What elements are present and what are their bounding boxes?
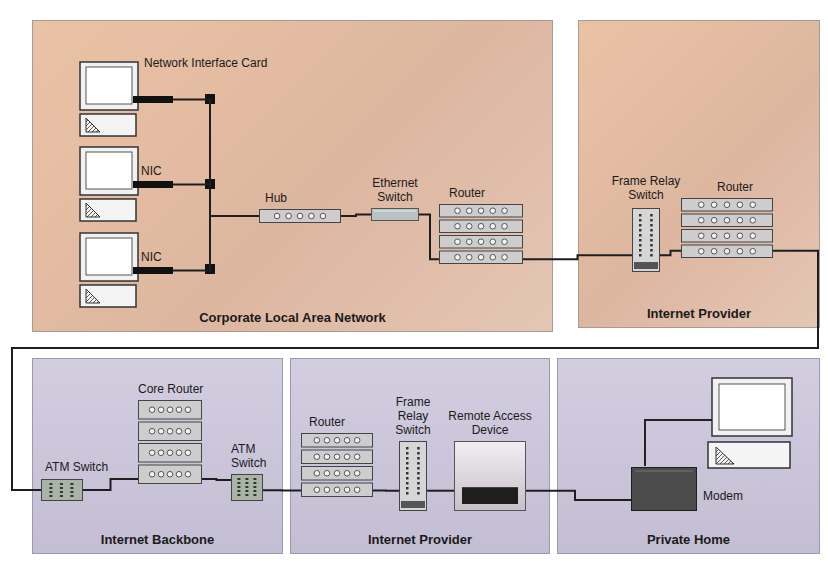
device-outline — [631, 467, 697, 511]
device-label: Router — [717, 180, 753, 194]
device-outline — [439, 204, 523, 264]
router-device: Core Router — [138, 400, 202, 484]
frame-relay-switch: Frame Relay Switch — [399, 441, 427, 511]
router-device: Router — [681, 198, 773, 258]
network-interface-card: Network Interface Card — [133, 96, 173, 103]
modem-device: Modem — [631, 467, 697, 511]
device-outline — [133, 96, 173, 103]
device-outline — [41, 479, 83, 501]
zone-title: Internet Provider — [291, 532, 549, 547]
device-outline — [371, 208, 419, 221]
network-zone: ATM Switch Core RouterATM SwitchInternet … — [32, 358, 283, 554]
device-outline — [301, 433, 373, 497]
network-zone: Frame Relay SwitchRouterInternet Provide… — [578, 20, 820, 328]
device-label: Router — [449, 186, 485, 200]
device-outline — [399, 441, 427, 511]
frame-relay-switch: Frame Relay Switch — [632, 208, 660, 272]
device-label: Network Interface Card — [144, 56, 267, 70]
atm-switch: ATM Switch — [231, 474, 263, 501]
device-label: Frame Relay Switch — [385, 395, 441, 437]
network-interface-card: NIC — [133, 267, 173, 274]
device-label: Ethernet Switch — [361, 176, 429, 204]
device-outline — [133, 181, 173, 188]
zone-title: Private Home — [558, 532, 819, 547]
device-label: Remote Access Device — [444, 409, 536, 437]
zone-title: Internet Backbone — [33, 532, 282, 547]
device-outline — [454, 441, 526, 511]
network-interface-card: NIC — [133, 181, 173, 188]
device-outline — [231, 474, 263, 501]
remote-access-device: Remote Access Device — [454, 441, 526, 511]
device-label: Core Router — [138, 382, 203, 396]
device-label: Frame Relay Switch — [606, 174, 686, 202]
network-zone: RouterFrame Relay SwitchRemote Access De… — [290, 358, 550, 554]
device-outline — [138, 400, 202, 484]
device-label: NIC — [141, 250, 162, 264]
device-label: ATM Switch — [231, 442, 277, 470]
device-outline — [632, 208, 660, 272]
device-outline — [681, 198, 773, 258]
device-outline — [133, 267, 173, 274]
device-label: Router — [309, 415, 345, 429]
device-label: Modem — [703, 489, 743, 503]
device-outline — [259, 209, 341, 223]
ethernet-switch: Ethernet Switch — [371, 208, 419, 221]
hub-device: Hub — [259, 209, 341, 223]
router-device: Router — [439, 204, 523, 264]
network-zone: Network Interface CardNICNICHubEthernet … — [32, 20, 553, 332]
router-device: Router — [301, 433, 373, 497]
atm-switch: ATM Switch — [41, 479, 83, 501]
zone-title: Internet Provider — [579, 306, 819, 321]
device-label: ATM Switch — [45, 460, 108, 474]
device-label: NIC — [141, 164, 162, 178]
zone-title: Corporate Local Area Network — [33, 310, 552, 325]
network-zone: ModemPrivate Home — [557, 358, 820, 554]
device-label: Hub — [265, 191, 287, 205]
